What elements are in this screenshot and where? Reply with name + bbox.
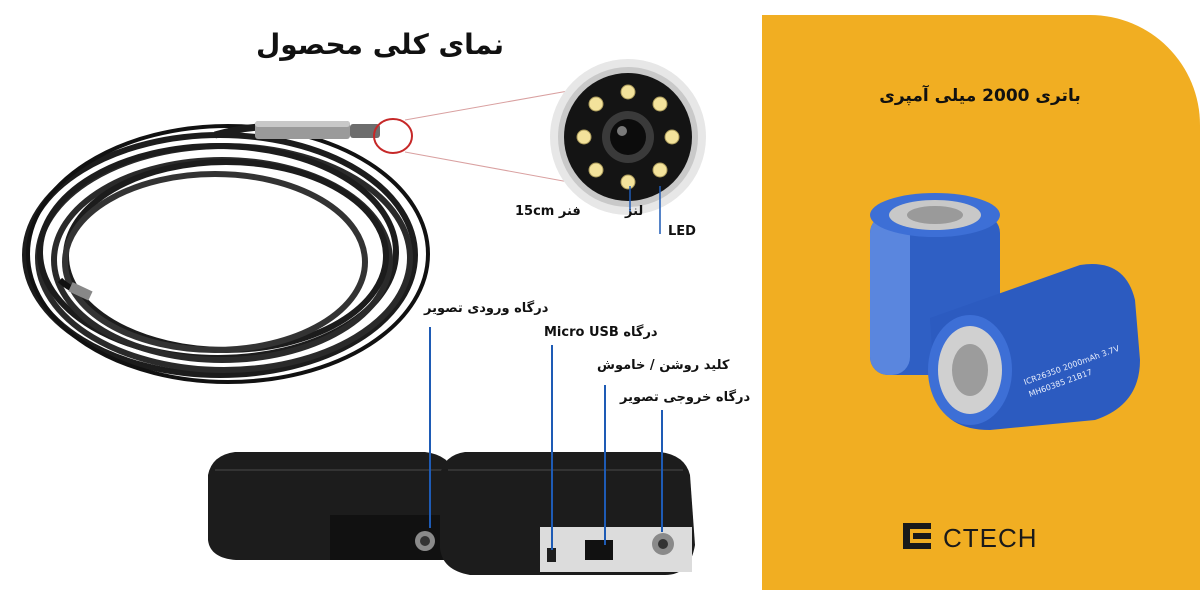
ectech-logo-icon (901, 521, 937, 555)
led-label: LED (668, 224, 696, 239)
micro-usb-port-label: درگاه Micro USB (544, 325, 658, 340)
cable-coil (22, 124, 430, 384)
brand: CTECH (901, 520, 1038, 556)
probe-spring (214, 121, 380, 139)
dvr-box-right (440, 452, 695, 575)
overview-title: نمای کلی محصول (256, 28, 504, 61)
battery-title: باتری 2000 میلی آمپری (879, 86, 1081, 106)
video-in-port-label: درگاه ورودی تصویر (424, 301, 549, 316)
power-key-label: کلید روشن / خاموش (597, 358, 730, 373)
cable-end-plug (68, 282, 93, 301)
spring-label: فنر 15cm (515, 204, 581, 219)
lens-label: لنز (625, 204, 644, 219)
brand-name: CTECH (943, 522, 1038, 553)
battery-front: ICR26350 2000mAh 3.7V MH60385 21B17 (928, 264, 1140, 430)
led-lights (576, 84, 680, 190)
dvr-box-left (208, 452, 460, 560)
lens-tip-highlight (373, 118, 413, 154)
video-out-port-label: درگاه خروجی تصویر (620, 390, 751, 405)
